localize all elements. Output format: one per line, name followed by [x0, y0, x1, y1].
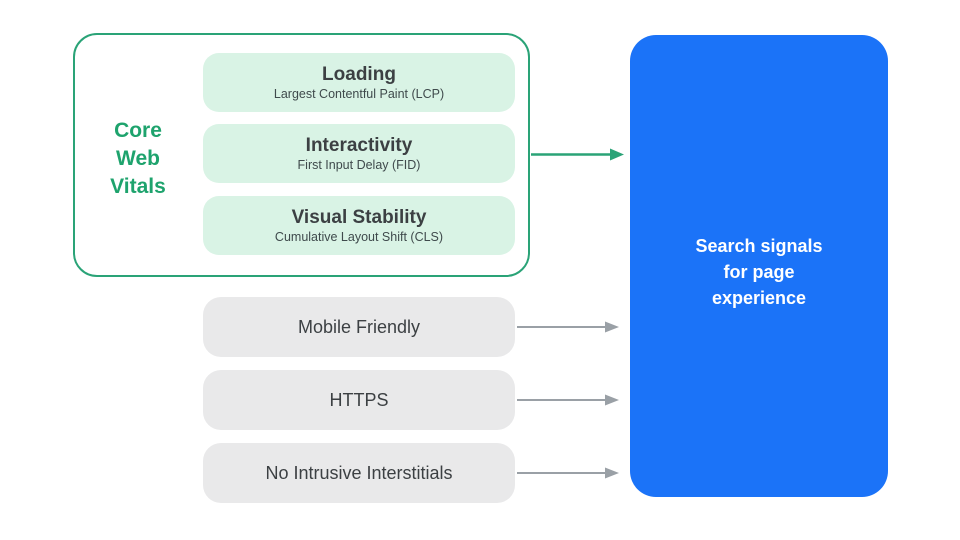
gray-arrow-right-icon [517, 467, 619, 479]
search-signals-result-box: Search signals for page experience [630, 35, 888, 497]
vital-title: Loading [322, 63, 396, 85]
vital-subtitle: Cumulative Layout Shift (CLS) [274, 229, 444, 244]
vital-title: Visual Stability [291, 206, 427, 228]
signal-label: HTTPS [329, 389, 389, 410]
vital-title: Interactivity [305, 134, 413, 156]
signal-label: Mobile Friendly [297, 316, 421, 337]
vital-card-loading: Loading Largest Contentful Paint (LCP) [203, 53, 515, 112]
green-arrow-right-icon [531, 148, 624, 161]
gray-arrow-right-icon [517, 394, 619, 406]
vital-card-interactivity: Interactivity First Input Delay (FID) [203, 124, 515, 183]
vital-subtitle: First Input Delay (FID) [297, 157, 421, 172]
signal-card-https: HTTPS [203, 370, 515, 430]
core-web-vitals-label: Core Web Vitals [110, 119, 166, 198]
search-signals-label: Search signals for page experience [695, 236, 823, 308]
signal-card-mobile-friendly: Mobile Friendly [203, 297, 515, 357]
signal-label: No Intrusive Interstitials [265, 462, 453, 483]
vital-card-visual-stability: Visual Stability Cumulative Layout Shift… [203, 196, 515, 255]
vital-subtitle: Largest Contentful Paint (LCP) [273, 86, 445, 101]
core-web-vitals-group-outline [73, 33, 530, 277]
gray-arrow-right-icon [517, 321, 619, 333]
signal-card-no-intrusive-interstitials: No Intrusive Interstitials [203, 443, 515, 503]
